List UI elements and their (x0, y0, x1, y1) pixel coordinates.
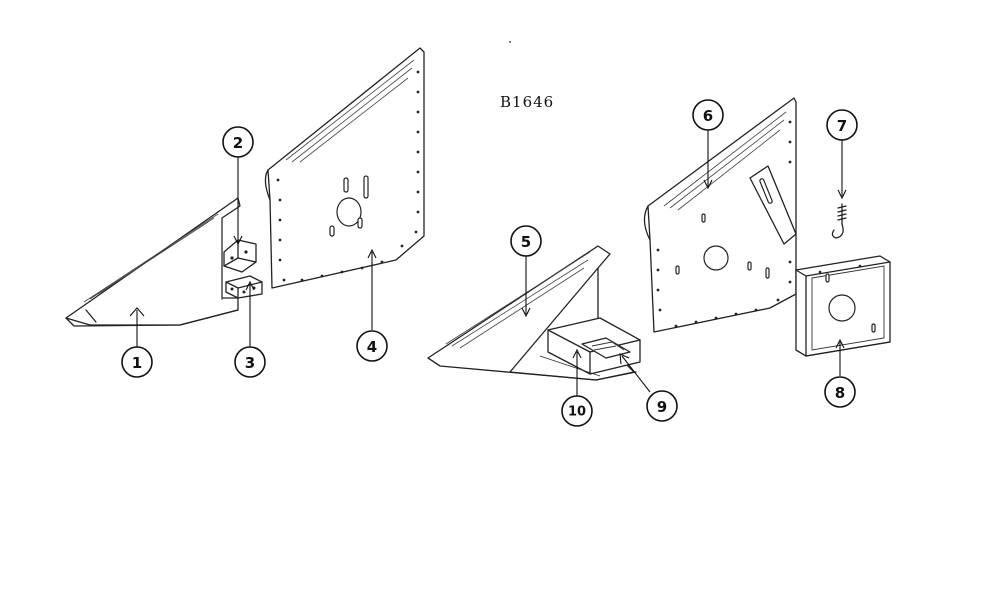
part-7-hook-bolt (831, 203, 847, 239)
part-4-side-sheet (264, 47, 425, 289)
part-6-rivets (656, 120, 792, 328)
svg-text:3: 3 (245, 354, 255, 372)
callout-2: 2 (222, 126, 254, 158)
callout-4: 4 (356, 330, 388, 362)
callout-9: 9 (646, 390, 678, 422)
svg-text:2: 2 (233, 134, 243, 152)
part-1-divider (65, 197, 241, 327)
svg-text:8: 8 (835, 384, 845, 402)
svg-text:7: 7 (837, 117, 847, 135)
callout-1: 1 (121, 346, 153, 378)
svg-text:10: 10 (568, 405, 586, 420)
scan-speck (509, 41, 511, 43)
callout-6: 6 (692, 99, 724, 131)
part-10-base-plate (509, 355, 637, 381)
callout-3: 3 (234, 346, 266, 378)
svg-text:6: 6 (703, 107, 713, 125)
drawing-code: B1646 (500, 93, 554, 111)
part-3-angle-plate (225, 275, 263, 299)
svg-text:9: 9 (657, 398, 667, 416)
callout-5: 5 (510, 225, 542, 257)
callout-8: 8 (824, 376, 856, 408)
svg-text:5: 5 (521, 233, 531, 251)
callout-10: 10 (561, 395, 593, 427)
svg-text:1: 1 (132, 354, 142, 372)
callout-7: 7 (826, 109, 858, 141)
part-8-mounting-plate (795, 255, 891, 357)
part-6-side-sheet (643, 97, 797, 333)
part-2-bracket (223, 239, 257, 273)
leader-lines (129, 130, 847, 396)
part-4-rivets (276, 70, 420, 282)
svg-text:4: 4 (367, 338, 377, 356)
part-9-channel-block (547, 317, 641, 375)
